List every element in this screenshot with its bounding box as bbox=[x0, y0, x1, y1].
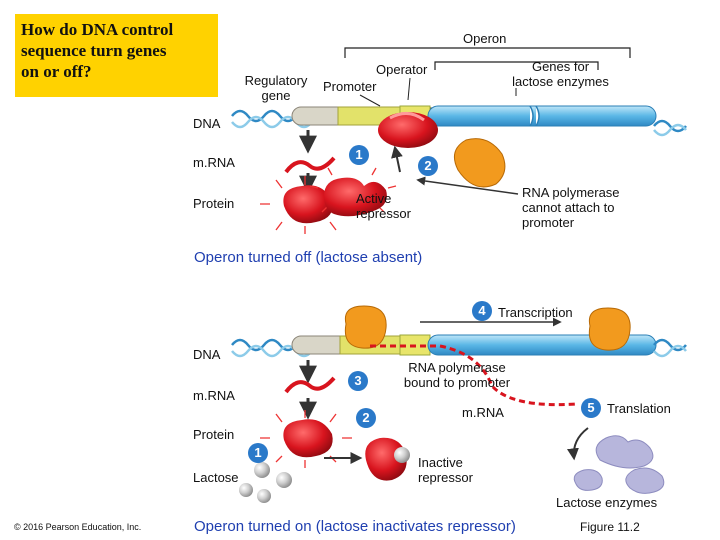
active-repressor-label: Active repressor bbox=[356, 191, 411, 221]
step-5-badge: 5 bbox=[581, 398, 601, 418]
polymerase-bound-label: RNA polymerase bound to promoter bbox=[403, 360, 511, 390]
mrna-label-bottom: m.RNA bbox=[193, 388, 235, 403]
lactose-molecules bbox=[239, 462, 292, 503]
transcription-label: Transcription bbox=[498, 305, 573, 320]
promoter-label: Promoter bbox=[323, 79, 377, 94]
step-2-badge-bottom: 2 bbox=[356, 408, 376, 428]
lactose-enzymes-label: Lactose enzymes bbox=[556, 495, 658, 510]
step-1-badge: 1 bbox=[349, 145, 369, 165]
operon-bracket bbox=[344, 47, 631, 58]
mrna-strand-bottom bbox=[284, 376, 336, 394]
step-3-badge: 3 bbox=[348, 371, 368, 391]
rna-polymerase-blocked bbox=[453, 138, 506, 188]
step-4-badge: 4 bbox=[472, 301, 492, 321]
repressor-protein-bottom bbox=[260, 410, 352, 468]
polymerase-note: RNA polymerase cannot attach to promoter bbox=[522, 185, 620, 230]
mrna-transcript-bottom bbox=[370, 344, 577, 407]
caption-off: Operon turned off (lactose absent) bbox=[194, 249, 423, 266]
arrow-translation bbox=[566, 427, 589, 461]
copyright: © 2016 Pearson Education, Inc. bbox=[14, 522, 142, 532]
arrow-polymerase-note bbox=[416, 176, 519, 195]
rna-polymerase-bound bbox=[344, 305, 387, 349]
figure-label: Figure 11.2 bbox=[580, 520, 640, 534]
regulatory-gene-label: Regulatory gene bbox=[244, 73, 308, 103]
active-repressor-top bbox=[378, 112, 438, 148]
operon-label: Operon bbox=[463, 31, 507, 46]
step-1-badge-bottom: 1 bbox=[248, 443, 268, 463]
active-repressor-free bbox=[309, 167, 397, 217]
title-box: How do DNA control sequence turn genes o… bbox=[15, 14, 218, 97]
mrna-strand-top bbox=[284, 156, 336, 174]
genes-bracket bbox=[434, 61, 599, 70]
dna-helix-right-bottom bbox=[653, 338, 687, 358]
dna-tube-top bbox=[291, 105, 657, 127]
protein-label-bottom: Protein bbox=[193, 427, 235, 442]
arrow-repressor-bind bbox=[391, 145, 403, 173]
dna-label-bottom: DNA bbox=[193, 347, 221, 362]
dna-label: DNA bbox=[193, 116, 221, 131]
step-2-badge: 2 bbox=[418, 156, 438, 176]
caption-on: Operon turned on (lactose inactivates re… bbox=[194, 518, 516, 535]
dna-helix-right bbox=[653, 119, 687, 137]
mrna-label-right: m.RNA bbox=[462, 405, 504, 420]
lactose-label: Lactose bbox=[193, 470, 239, 485]
lactose-enzymes bbox=[573, 435, 665, 494]
page-title: How do DNA control sequence turn genes o… bbox=[21, 20, 174, 81]
rna-polymerase-bound-right bbox=[588, 307, 631, 351]
operator-label: Operator bbox=[376, 62, 428, 77]
genes-label: Genes for lactose enzymes bbox=[512, 59, 609, 89]
inactive-repressor-label: Inactive repressor bbox=[418, 455, 473, 485]
inactive-repressor bbox=[365, 437, 410, 481]
mrna-label: m.RNA bbox=[193, 155, 235, 170]
protein-label: Protein bbox=[193, 196, 235, 211]
translation-label: Translation bbox=[607, 401, 671, 416]
